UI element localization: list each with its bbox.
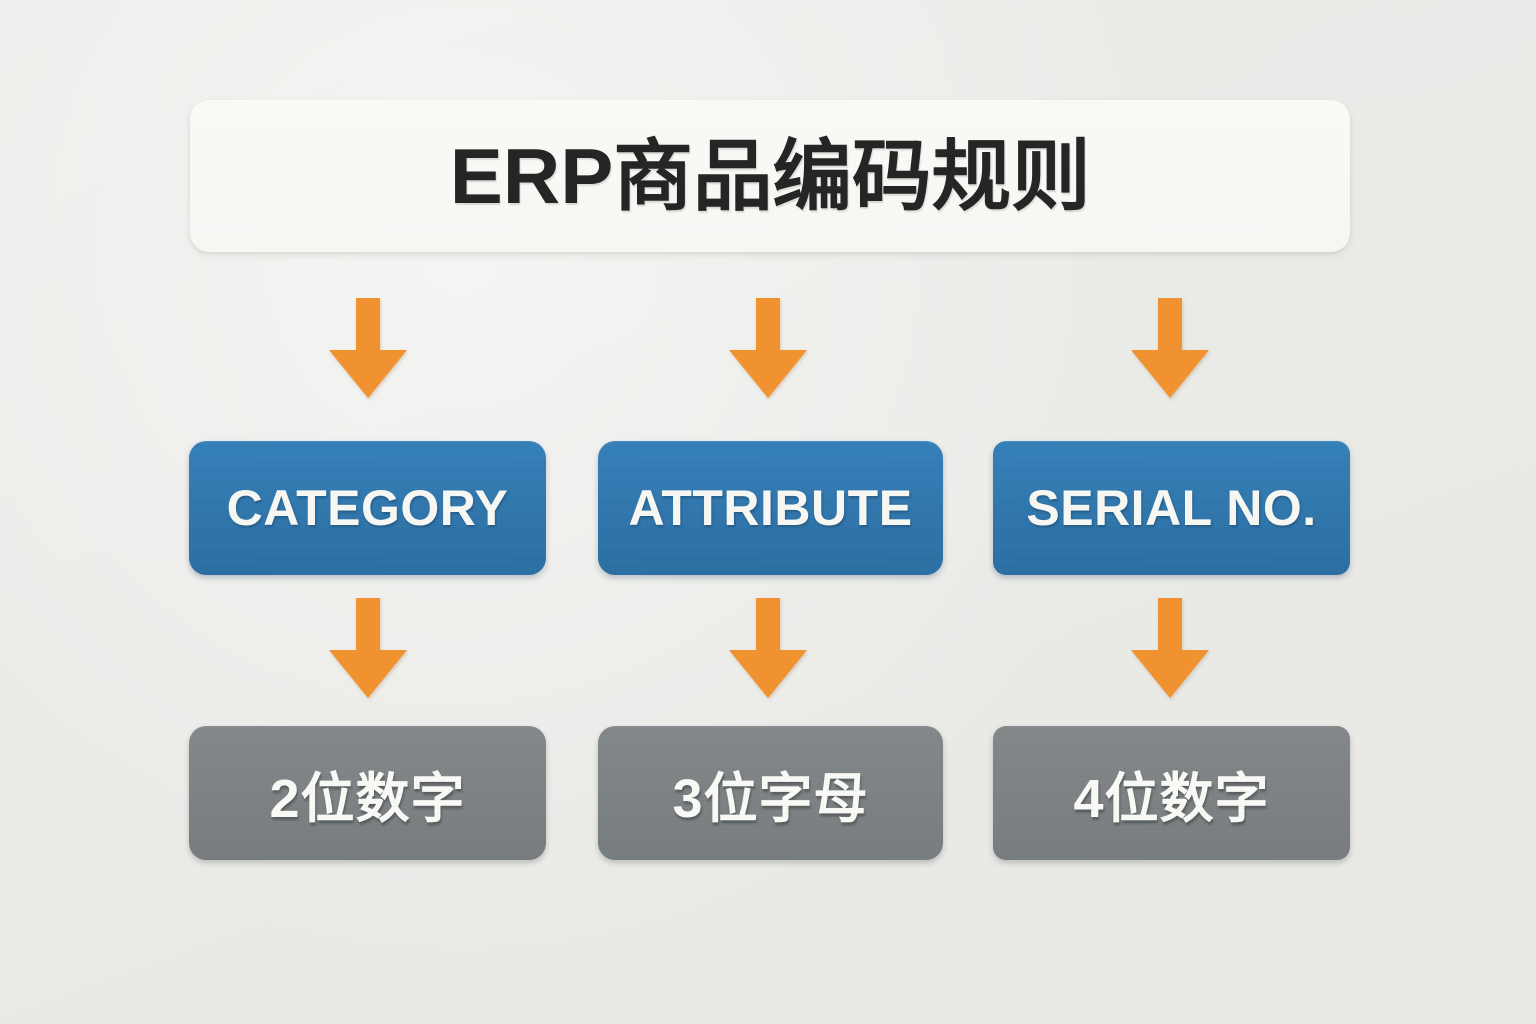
format-box-serial-no[interactable]: 4位数字 [993, 726, 1350, 860]
arrow-down-icon-attribute-mid [729, 598, 807, 698]
format-box-category[interactable]: 2位数字 [189, 726, 546, 860]
segment-box-serial-no[interactable]: SERIAL NO. [993, 441, 1350, 575]
segment-label-category: CATEGORY [226, 480, 509, 536]
format-label-attribute: 3位字母 [672, 768, 869, 829]
title-card: ERP商品编码规则 [190, 100, 1350, 252]
arrow-down-icon-serial-mid [1131, 598, 1209, 698]
segment-label-attribute: ATTRIBUTE [628, 480, 913, 536]
page-title: ERP商品编码规则 [449, 132, 1091, 220]
format-label-serial-no: 4位数字 [1073, 768, 1270, 829]
format-box-attribute[interactable]: 3位字母 [598, 726, 943, 860]
segment-label-serial-no: SERIAL NO. [1026, 480, 1317, 536]
arrow-down-icon-category-top [329, 298, 407, 398]
arrow-down-icon-category-mid [329, 598, 407, 698]
format-label-category: 2位数字 [269, 768, 466, 829]
arrow-down-icon-serial-top [1131, 298, 1209, 398]
segment-box-category[interactable]: CATEGORY [189, 441, 546, 575]
segment-box-attribute[interactable]: ATTRIBUTE [598, 441, 943, 575]
arrow-down-icon-attribute-top [729, 298, 807, 398]
